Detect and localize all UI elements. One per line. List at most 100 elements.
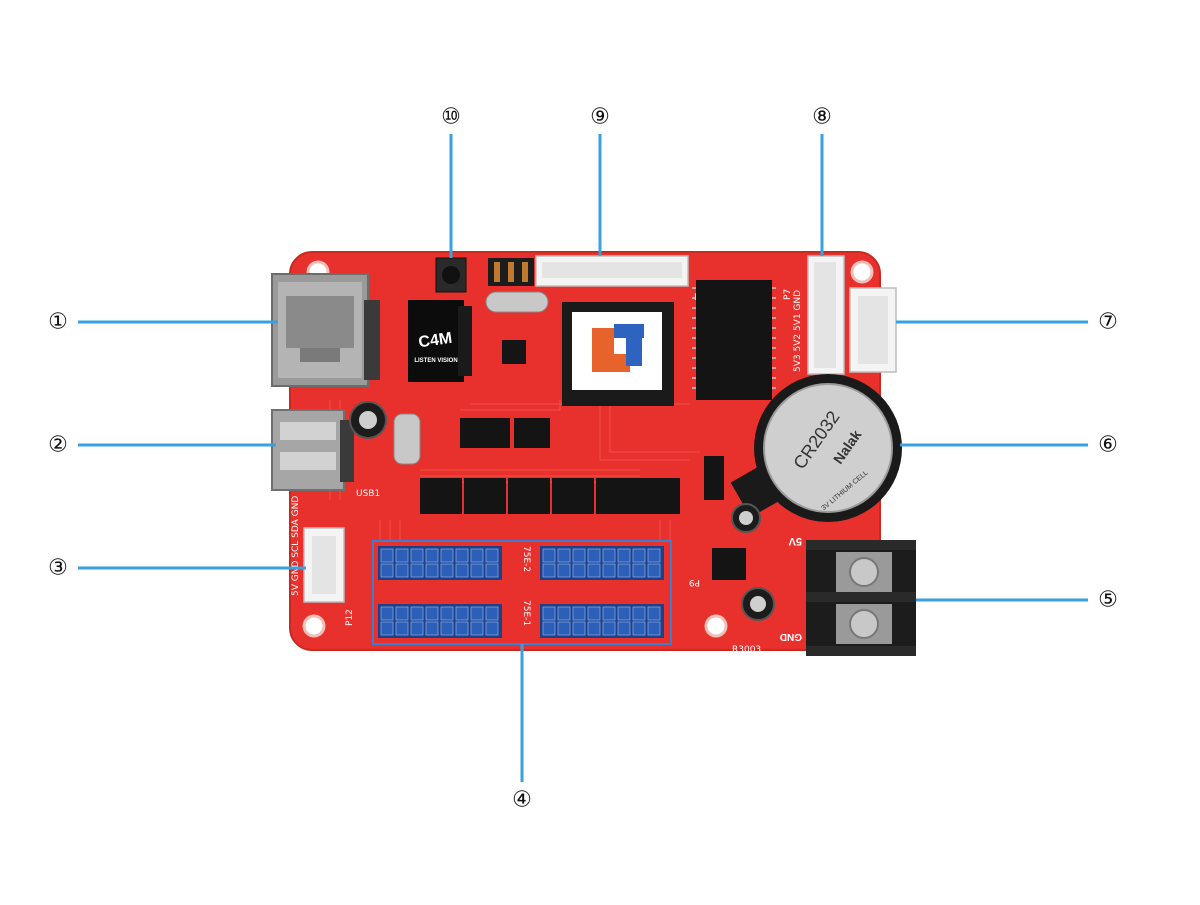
header-pin — [380, 548, 394, 563]
header-pin — [602, 621, 616, 636]
header-pin — [572, 563, 586, 578]
header-pin — [647, 621, 661, 636]
usb-port — [271, 409, 354, 491]
driver-ic-5 — [596, 478, 638, 514]
header-pin — [557, 606, 571, 621]
header-pin — [587, 606, 601, 621]
header-pin — [470, 563, 484, 578]
driver-ic-6 — [638, 478, 680, 514]
small-ic — [502, 340, 526, 364]
main-processor — [562, 302, 674, 406]
callout-1: ① — [48, 310, 68, 335]
driver-ic-4 — [552, 478, 594, 514]
ethernet-port — [271, 273, 380, 387]
header-pin — [557, 548, 571, 563]
voltage-regulator — [704, 456, 724, 500]
driver-ic-2 — [464, 478, 506, 514]
header-pin — [542, 621, 556, 636]
header-pin — [647, 563, 661, 578]
hub2-label: 75E-2 — [521, 546, 531, 572]
callout-6: ⑥ — [1098, 433, 1118, 458]
header-pin — [632, 563, 646, 578]
mounting-hole-top-right — [850, 260, 874, 284]
brand-logo — [592, 324, 644, 372]
callout-numbers: ① ② ③ ④ ⑤ ⑥ ⑦ ⑧ ⑨ ⑩ — [48, 105, 1118, 813]
callout-8: ⑧ — [812, 105, 832, 130]
header-pin — [455, 548, 469, 563]
driver-ic-upper-1 — [460, 418, 510, 448]
header-pin — [455, 563, 469, 578]
header-pin — [647, 606, 661, 621]
hub1-label: 75E-1 — [521, 600, 531, 626]
callout-7: ⑦ — [1098, 310, 1118, 335]
callout-9: ⑨ — [590, 105, 610, 130]
p12-pins-label: 5V GND SCL SDA GND — [291, 496, 301, 596]
header-pin — [632, 548, 646, 563]
usb-silk-label: USB1 — [356, 489, 380, 499]
callout-10: ⑩ — [441, 105, 461, 130]
header-pin — [485, 563, 499, 578]
header-pin — [557, 563, 571, 578]
crystal-oscillator — [485, 291, 549, 313]
header-pin — [425, 563, 439, 578]
mounting-hole-bottom-left — [302, 614, 326, 638]
header-pin — [425, 606, 439, 621]
header-pin — [617, 606, 631, 621]
header-pin — [440, 548, 454, 563]
p7-pins-label: 5V3 5V2 5V1 GND — [793, 290, 803, 372]
header-pin — [617, 563, 631, 578]
header-pin — [425, 621, 439, 636]
header-pin — [485, 606, 499, 621]
header-pin — [572, 621, 586, 636]
driver-ic-upper-2 — [514, 418, 550, 448]
mounting-hole-bottom-mid — [704, 614, 728, 638]
header-pin — [587, 563, 601, 578]
header-pin — [410, 563, 424, 578]
memory-chip — [692, 280, 776, 400]
header-pin — [380, 621, 394, 636]
power-ic — [712, 548, 746, 580]
header-pin — [602, 563, 616, 578]
header-pin — [440, 621, 454, 636]
hub75-header-bottom-left — [378, 604, 502, 638]
jumper-header — [488, 258, 534, 286]
header-pin — [410, 621, 424, 636]
header-pin — [632, 621, 646, 636]
callout-2: ② — [48, 433, 68, 458]
header-pin — [455, 606, 469, 621]
callout-3: ③ — [48, 556, 68, 581]
p12-connector: P12 5V GND SCL SDA GND — [291, 496, 355, 626]
header-pin — [542, 563, 556, 578]
header-pin — [470, 621, 484, 636]
header-pin — [617, 621, 631, 636]
p9-silk-label: P9 — [689, 577, 700, 587]
header-pin — [647, 548, 661, 563]
header-pin — [542, 548, 556, 563]
leader-lines — [78, 134, 1088, 782]
header-pin — [542, 606, 556, 621]
header-pin — [455, 621, 469, 636]
header-pin — [632, 606, 646, 621]
reset-button — [435, 257, 467, 293]
header-pin — [395, 548, 409, 563]
top-connector-p2: P2 — [535, 255, 705, 303]
driver-ics — [420, 418, 680, 514]
header-pin — [485, 621, 499, 636]
header-pin — [485, 548, 499, 563]
side-connector-4pin — [849, 287, 897, 373]
c4m-brand-label: C4M — [417, 330, 453, 352]
header-pin — [425, 548, 439, 563]
header-pin — [380, 563, 394, 578]
header-pin — [572, 548, 586, 563]
power-terminal: 5V GND R3003 — [732, 535, 916, 656]
header-pin — [587, 548, 601, 563]
callout-5: ⑤ — [1098, 588, 1118, 613]
capacitors — [349, 401, 775, 621]
crystal-usb — [393, 413, 421, 465]
label-5v: 5V — [788, 535, 802, 547]
header-pin — [395, 621, 409, 636]
c4m-sub-label: LISTEN VISION — [414, 358, 457, 364]
header-pin — [557, 621, 571, 636]
driver-ic-1 — [420, 478, 462, 514]
